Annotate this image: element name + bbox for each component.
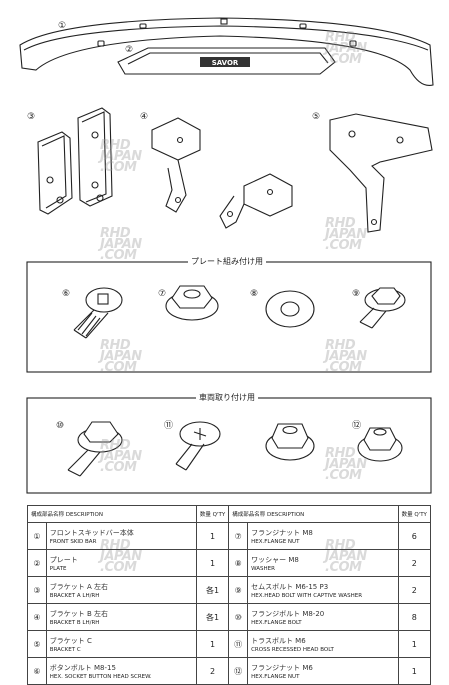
part-qty: 2 xyxy=(397,549,432,577)
callout-8: ⑧ xyxy=(250,289,258,299)
part-number: ② xyxy=(27,549,47,577)
part-qty: 1 xyxy=(397,657,432,685)
flange-bolt-illustration xyxy=(67,421,123,477)
part-number: ⑫ xyxy=(228,657,249,685)
truss-bolt-illustration xyxy=(175,421,221,471)
part-qty: 1 xyxy=(195,630,230,658)
header-qty-right: 数量 Q'TY xyxy=(397,505,432,523)
callout-7: ⑦ xyxy=(158,289,166,299)
callout-11: ⑪ xyxy=(164,420,173,431)
header-description-left: 構成部品名称 DESCRIPTION xyxy=(27,505,197,523)
bracket-b-illustration xyxy=(151,117,293,229)
part-number: ③ xyxy=(27,576,47,604)
flange-nut-illustration xyxy=(165,285,219,321)
callout-5: ⑤ xyxy=(312,112,320,122)
callout-10: ⑩ xyxy=(56,421,64,431)
callout-1: ① xyxy=(58,21,66,31)
part-qty: 1 xyxy=(195,522,230,550)
plate-assembly-section-title: プレート組み付け用 xyxy=(188,256,266,267)
plate-logo-text: SAVOR xyxy=(212,59,239,67)
part-number: ④ xyxy=(27,603,47,631)
callout-6: ⑥ xyxy=(62,289,70,299)
part-qty: 1 xyxy=(397,630,432,658)
header-description-right: 構成部品名称 DESCRIPTION xyxy=(228,505,399,523)
vehicle-mount-section-title: 車両取り付け用 xyxy=(196,392,258,403)
part-qty: 2 xyxy=(195,657,230,685)
bracket-a-illustration xyxy=(37,107,113,215)
table-header-row: 構成部品名称 DESCRIPTION 数量 Q'TY 構成部品名称 DESCRI… xyxy=(27,505,432,523)
part-qty: 各1 xyxy=(195,603,230,631)
part-number: ⑧ xyxy=(228,549,249,577)
part-qty: 2 xyxy=(397,576,432,604)
front-skid-bar-illustration xyxy=(19,17,434,86)
part-number: ⑤ xyxy=(27,630,47,658)
callout-2: ② xyxy=(125,45,133,55)
part-number: ⑩ xyxy=(228,603,249,631)
sems-bolt-illustration xyxy=(359,287,406,329)
washer-illustration xyxy=(265,290,315,328)
flange-nut-m6-illustration xyxy=(357,427,403,462)
flange-nut-m8-illustration xyxy=(265,423,315,461)
parts-illustration: SAVOR ① ② ③ ④ ⑤ ⑥ ⑦ ⑧ ⑨ ⑩ ⑪ ⑫ xyxy=(19,17,434,494)
plate-illustration xyxy=(117,47,336,75)
parts-table: 構成部品名称 DESCRIPTION 数量 Q'TY 構成部品名称 DESCRI… xyxy=(27,505,432,685)
part-number: ⑨ xyxy=(228,576,249,604)
socket-button-bolt-illustration xyxy=(73,287,123,339)
bracket-c-illustration xyxy=(329,113,433,233)
part-number: ⑦ xyxy=(228,522,249,550)
part-qty: 1 xyxy=(195,549,230,577)
part-number: ① xyxy=(27,522,47,550)
part-number: ⑥ xyxy=(27,657,47,685)
part-qty: 8 xyxy=(397,603,432,631)
part-number: ⑪ xyxy=(228,630,249,658)
header-qty-left: 数量 Q'TY xyxy=(195,505,230,523)
callout-4: ④ xyxy=(140,112,148,122)
callout-12: ⑫ xyxy=(352,420,361,431)
callout-9: ⑨ xyxy=(352,289,360,299)
part-qty: 各1 xyxy=(195,576,230,604)
part-qty: 6 xyxy=(397,522,432,550)
callout-3: ③ xyxy=(27,112,35,122)
